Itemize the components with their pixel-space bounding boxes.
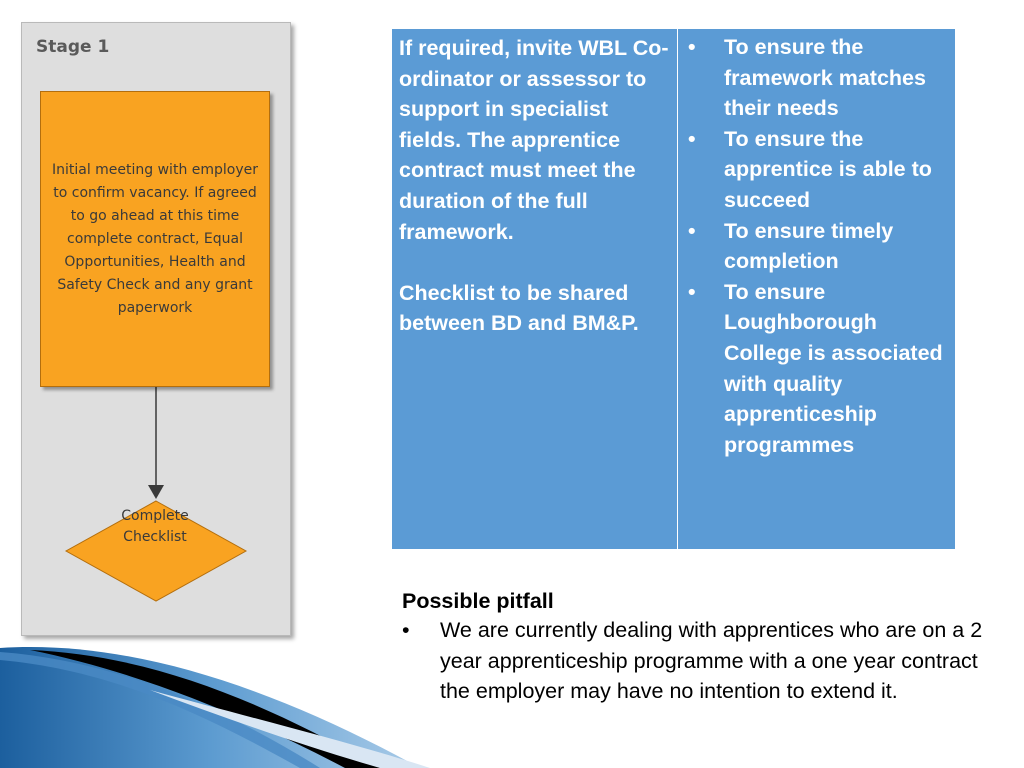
pitfall-item: We are currently dealing with apprentice… [402,615,1002,707]
actions-paragraph: If required, invite WBL Co-ordinator or … [399,36,669,244]
stage-panel: Stage 1 Initial meeting with employer to… [21,22,291,636]
actions-cell: If required, invite WBL Co-ordinator or … [391,28,678,550]
info-table: If required, invite WBL Co-ordinator or … [391,28,956,550]
reasons-list: To ensure the framework matches their ne… [682,32,951,460]
checklist-diamond [64,500,248,602]
actions-paragraph: Checklist to be shared between BD and BM… [399,280,639,336]
flow-connector [64,387,248,602]
pitfall-section: Possible pitfall We are currently dealin… [402,587,1002,707]
list-item: To ensure Loughborough College is associ… [682,277,951,461]
list-item: To ensure timely completion [682,216,951,277]
initial-meeting-box: Initial meeting with employer to confirm… [40,91,270,387]
pitfall-title: Possible pitfall [402,589,554,613]
reasons-cell: To ensure the framework matches their ne… [677,28,956,550]
list-item: To ensure the framework matches their ne… [682,32,951,124]
table-row: If required, invite WBL Co-ordinator or … [391,28,956,550]
list-item: To ensure the apprentice is able to succ… [682,124,951,216]
initial-meeting-text: Initial meeting with employer to confirm… [51,161,259,316]
diamond-label: Complete Checklist [121,508,189,545]
stage-title: Stage 1 [36,37,110,57]
